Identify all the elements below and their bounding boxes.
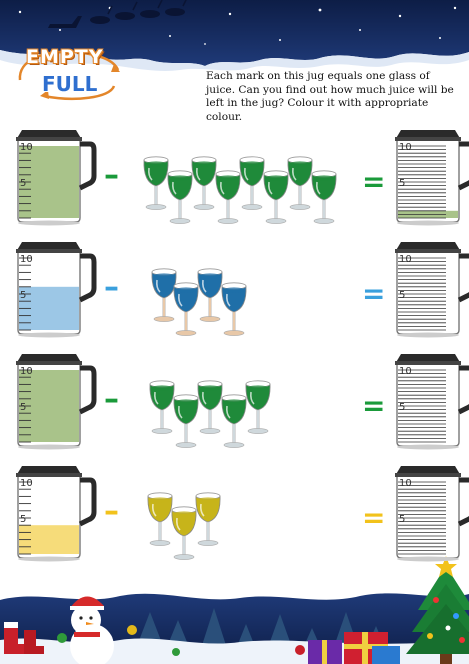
empty-full-title: EMPTY FULL xyxy=(14,44,124,102)
jug-answer: 10 5 xyxy=(395,354,469,450)
jug-handle xyxy=(78,477,97,527)
jug-label-5: 5 xyxy=(399,402,405,413)
wine-glass xyxy=(221,282,247,336)
wine-glass xyxy=(151,268,177,322)
wine-glass xyxy=(191,156,217,210)
wine-glass xyxy=(171,506,197,560)
glasses-group xyxy=(143,156,337,224)
jug-answer: 10 5 xyxy=(395,130,469,226)
jug-label-10: 10 xyxy=(20,478,33,489)
jug-label-10: 10 xyxy=(399,366,412,377)
exercise-row: 10 5 – = 10 5 xyxy=(0,238,469,342)
jug-label-5: 5 xyxy=(20,290,26,301)
jug-lid-rim xyxy=(395,361,461,365)
jug-start: 10 5 xyxy=(16,130,97,226)
wine-glass xyxy=(167,170,193,224)
jug-start: 10 5 xyxy=(16,354,97,450)
wine-glass xyxy=(311,170,337,224)
jug-base xyxy=(397,444,459,450)
instructions-text: Each mark on this jug equals one glass o… xyxy=(206,70,454,123)
jug-base xyxy=(397,220,459,226)
header-stars xyxy=(18,6,457,45)
title-arrows xyxy=(18,50,120,100)
jug-lid-rim xyxy=(16,137,82,141)
wine-glass xyxy=(143,156,169,210)
wine-glass xyxy=(197,380,223,434)
exercise-row: 10 5 – = 10 5 xyxy=(0,350,469,454)
jug-lid-rim xyxy=(16,473,82,477)
equals-sign: = xyxy=(362,501,386,534)
wine-glass xyxy=(215,170,241,224)
equals-sign: = xyxy=(362,277,386,310)
jug-label-10: 10 xyxy=(399,254,412,265)
equals-sign: = xyxy=(362,165,386,198)
jug-base xyxy=(18,444,80,450)
wine-glass xyxy=(245,380,271,434)
jug-base xyxy=(18,332,80,338)
header-snow-clouds xyxy=(0,50,469,71)
sleigh-reindeer-silhouette xyxy=(48,0,187,28)
wine-glass xyxy=(197,268,223,322)
glasses-group xyxy=(151,268,247,336)
jug-label-5: 5 xyxy=(399,290,405,301)
minus-sign: – xyxy=(104,158,119,193)
glasses-group xyxy=(149,380,271,448)
wine-glass xyxy=(173,282,199,336)
jug-handle xyxy=(78,365,97,415)
jug-label-5: 5 xyxy=(20,514,26,525)
wine-glass xyxy=(149,380,175,434)
jug-handle xyxy=(457,141,469,191)
wine-glass xyxy=(147,492,173,546)
jug-start: 10 5 xyxy=(16,242,97,338)
jug-start: 10 5 xyxy=(16,466,97,562)
jug-label-5: 5 xyxy=(20,402,26,413)
equals-sign: = xyxy=(362,389,386,422)
jug-label-10: 10 xyxy=(20,142,33,153)
jug-lid-rim xyxy=(395,473,461,477)
wine-glass xyxy=(221,394,247,448)
minus-sign: – xyxy=(104,270,119,305)
minus-sign: – xyxy=(104,494,119,529)
jug-label-5: 5 xyxy=(20,178,26,189)
wine-glass xyxy=(195,492,221,546)
jug-handle xyxy=(78,141,97,191)
christmas-boots xyxy=(4,622,44,654)
jug-lid-rim xyxy=(16,249,82,253)
jug-base xyxy=(18,220,80,226)
jug-base xyxy=(18,556,80,562)
title-empty: EMPTY xyxy=(26,46,104,68)
exercise-row: 10 5 – = 10 5 xyxy=(0,126,469,230)
jug-label-10: 10 xyxy=(399,478,412,489)
jug-answer: 10 5 xyxy=(395,466,469,562)
minus-sign: – xyxy=(104,382,119,417)
jug-label-10: 10 xyxy=(20,254,33,265)
title-full: FULL xyxy=(42,72,98,96)
ornaments xyxy=(57,625,305,656)
exercise-row: 10 5 – = 10 5 xyxy=(0,462,469,566)
wine-glass xyxy=(263,170,289,224)
jug-label-10: 10 xyxy=(20,366,33,377)
jug-label-5: 5 xyxy=(399,514,405,525)
jug-base xyxy=(397,332,459,338)
jug-lid-rim xyxy=(395,249,461,253)
jug-label-5: 5 xyxy=(399,178,405,189)
jug-handle xyxy=(457,477,469,527)
jug-label-10: 10 xyxy=(399,142,412,153)
christmas-tree xyxy=(406,556,469,664)
wine-glass xyxy=(173,394,199,448)
jug-handle xyxy=(457,365,469,415)
jug-handle xyxy=(457,253,469,303)
jug-lid-rim xyxy=(395,137,461,141)
wine-glass xyxy=(239,156,265,210)
jug-base xyxy=(397,556,459,562)
jug-handle xyxy=(78,253,97,303)
glasses-group xyxy=(147,492,221,560)
jug-answer: 10 5 xyxy=(395,242,469,338)
wine-glass xyxy=(287,156,313,210)
snowman xyxy=(70,590,114,664)
gift-boxes xyxy=(308,632,400,664)
jug-lid-rim xyxy=(16,361,82,365)
